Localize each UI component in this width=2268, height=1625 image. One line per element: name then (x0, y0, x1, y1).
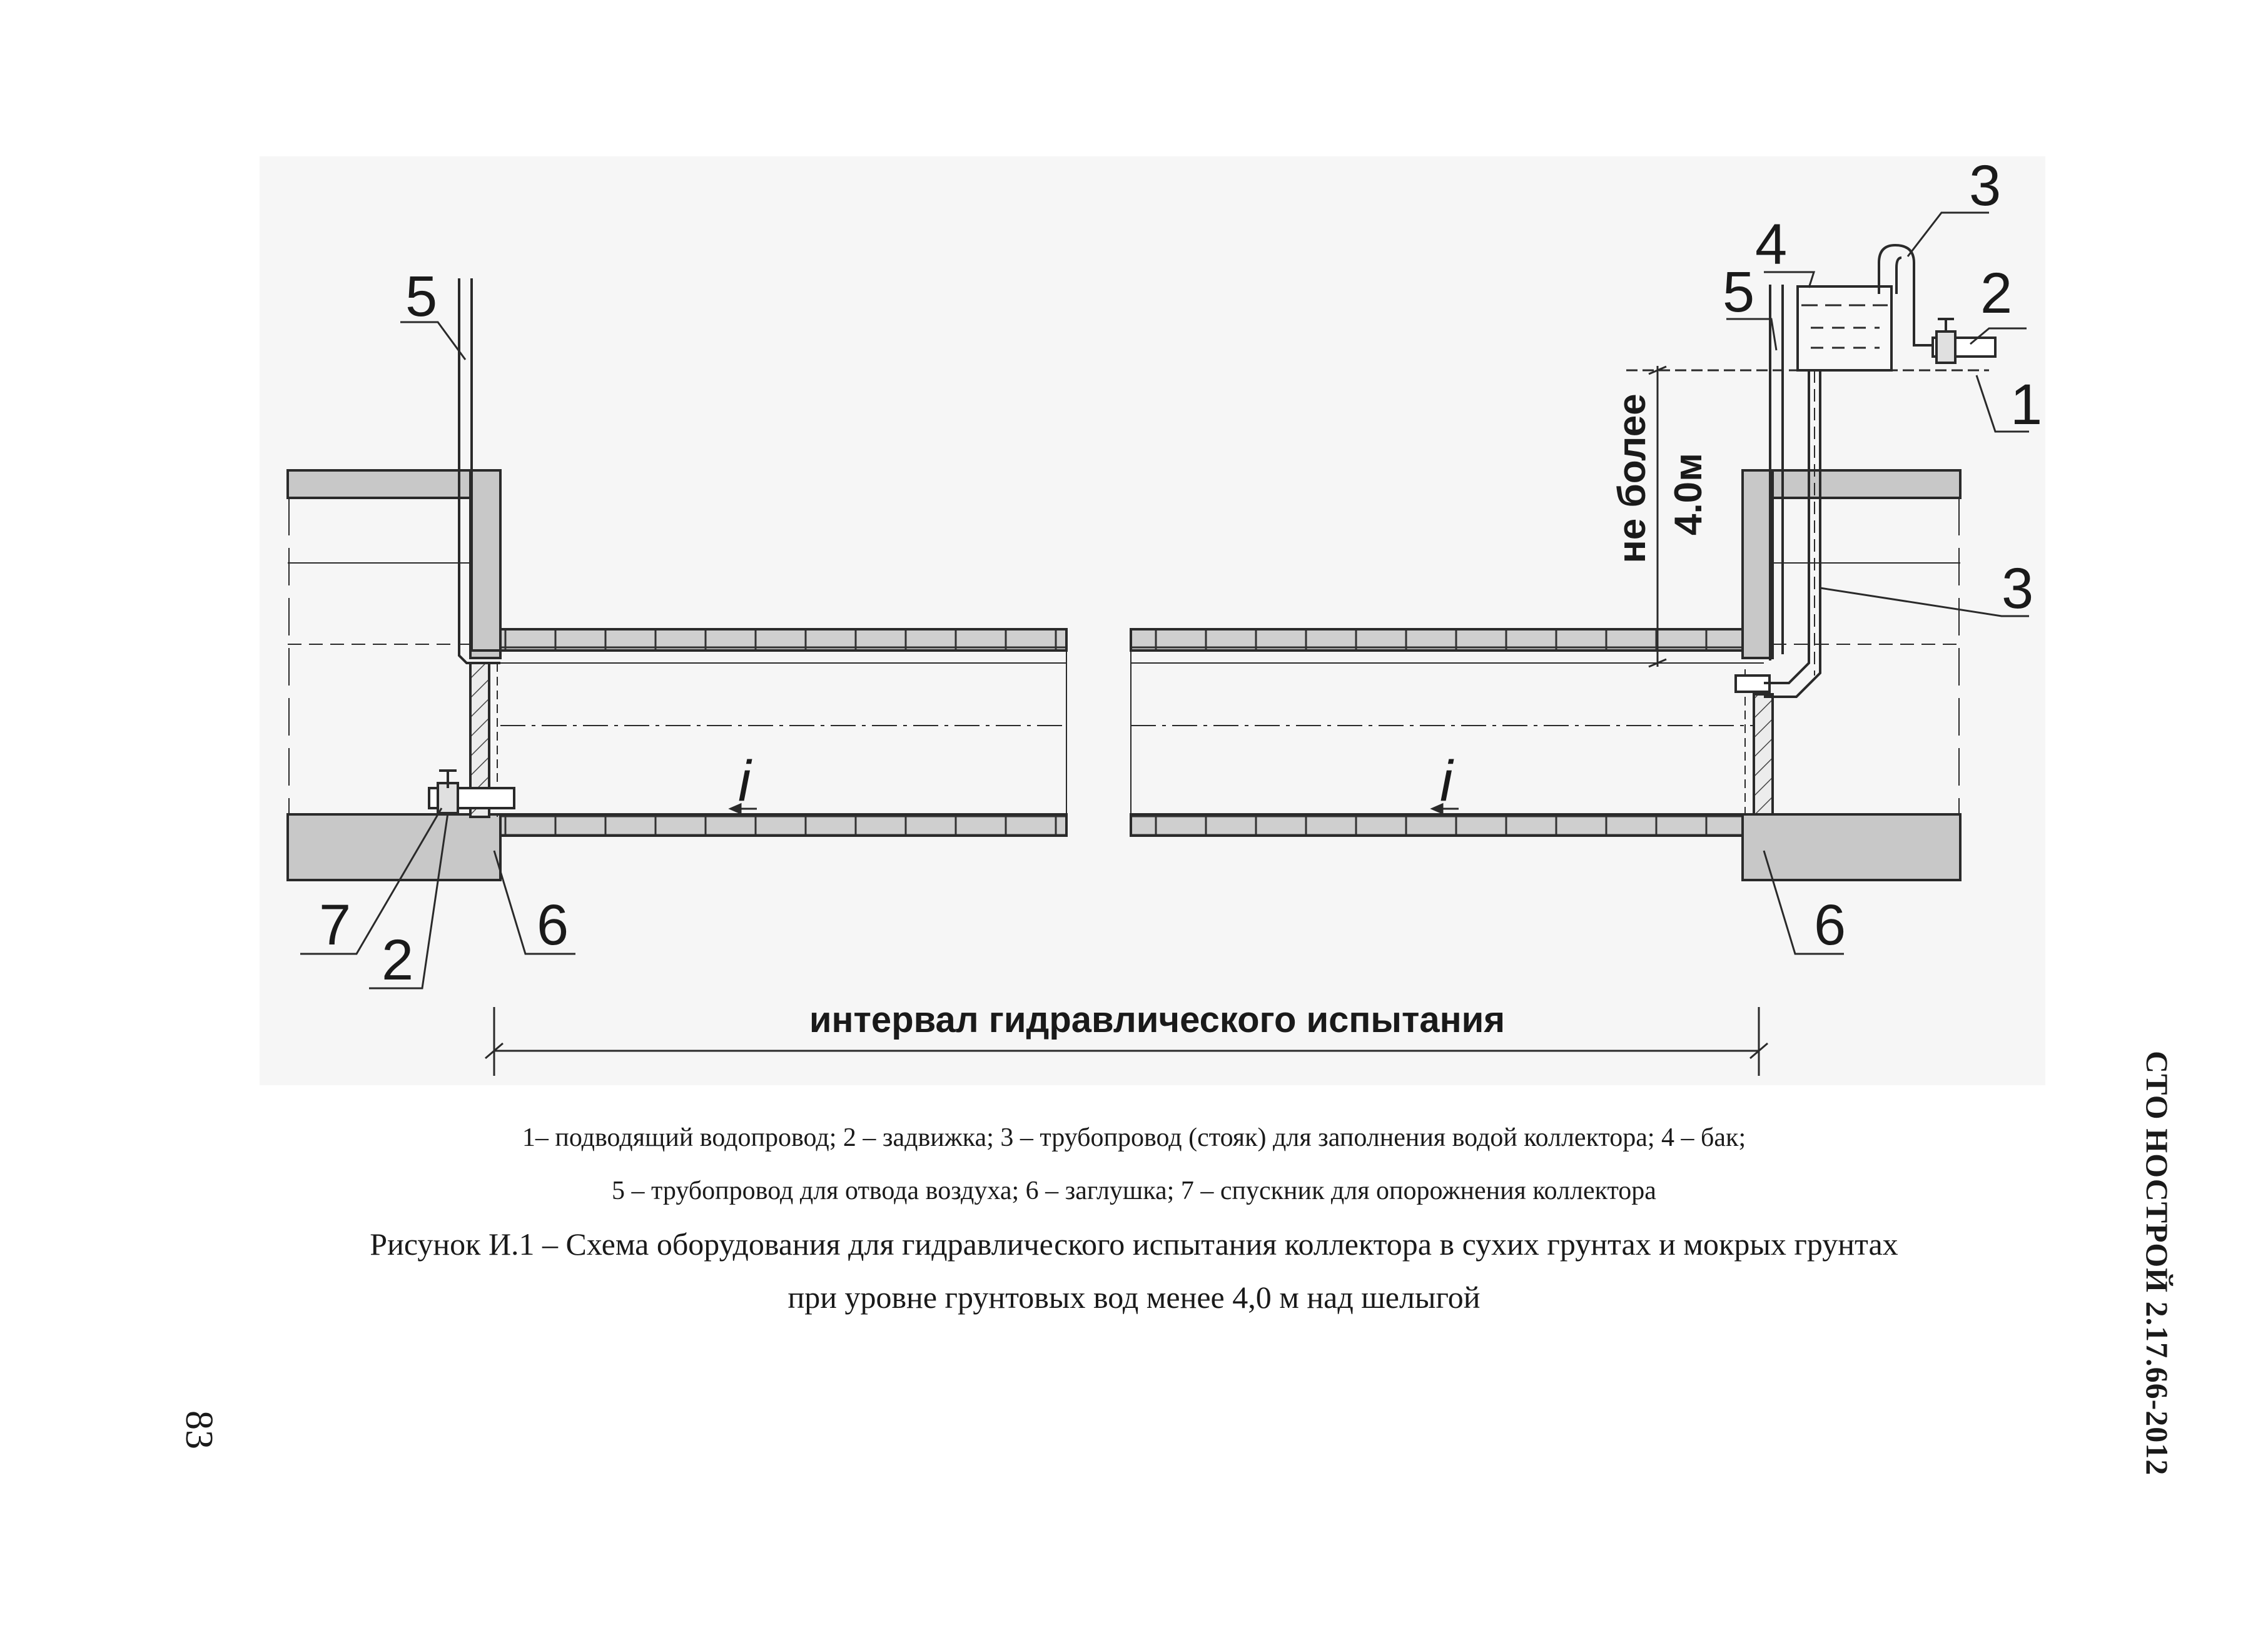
callout-4: 4 (1755, 213, 1787, 276)
right-air-pipe (1769, 285, 1784, 661)
height-label-1: не более (1611, 393, 1654, 563)
left-well-upper-wall (286, 469, 502, 499)
callout-3-right: 3 (2002, 557, 2033, 620)
interval-label: интервал гидравлического испытания (809, 1000, 1505, 1040)
callout-3-top: 3 (1969, 154, 2001, 218)
document-code: СТО НОСТРОЙ 2.17.66-2012 (2140, 1051, 2175, 1476)
callout-6-right: 6 (1814, 893, 1846, 957)
right-well-side-wall (1741, 469, 1774, 659)
page-number: 83 (178, 1410, 220, 1449)
slope-arrow-left (728, 802, 757, 815)
legend-line-1: 1– подводящий водопровод; 2 – задвижка; … (522, 1123, 1746, 1152)
figure-caption-line-1: Рисунок И.1 – Схема оборудования для гид… (370, 1227, 1898, 1262)
left-well-side-wall (469, 469, 502, 659)
slope-label-left: i (738, 749, 752, 813)
callout-1: 1 (2010, 373, 2042, 437)
slope-label-right: i (1440, 749, 1454, 813)
tank (1796, 285, 1893, 372)
height-dim-tick-bottom (1648, 658, 1667, 668)
callout-2-left: 2 (382, 928, 413, 992)
pipe-left-section (499, 628, 1068, 837)
height-label-2: 4.0м (1667, 453, 1710, 535)
left-drain-valve (428, 769, 515, 814)
callout-5-right: 5 (1723, 260, 1754, 324)
figure-caption-line-2: при уровне грунтовых вод менее 4,0 м над… (787, 1280, 1481, 1315)
riser-pipe (1764, 370, 1821, 698)
right-plug (1753, 693, 1774, 816)
supply-assembly (1878, 243, 1997, 364)
right-well-upper-wall (1741, 469, 1962, 499)
interval-dimension (485, 1007, 1768, 1076)
right-well-floor (1741, 813, 1962, 881)
left-well-floor (286, 813, 502, 881)
diagram-background (260, 156, 2045, 1085)
callout-6-left: 6 (537, 893, 569, 957)
slope-arrow-right (1430, 802, 1459, 815)
height-dim-tick-top (1648, 365, 1667, 375)
right-well (1741, 469, 1962, 881)
legend-line-2: 5 – трубопровод для отвода воздуха; 6 – … (612, 1177, 1656, 1205)
callout-5-left: 5 (405, 265, 437, 328)
callout-7: 7 (319, 893, 351, 957)
left-well (286, 469, 502, 881)
leader-lines (300, 211, 2029, 990)
callout-2-right: 2 (1980, 261, 2012, 325)
